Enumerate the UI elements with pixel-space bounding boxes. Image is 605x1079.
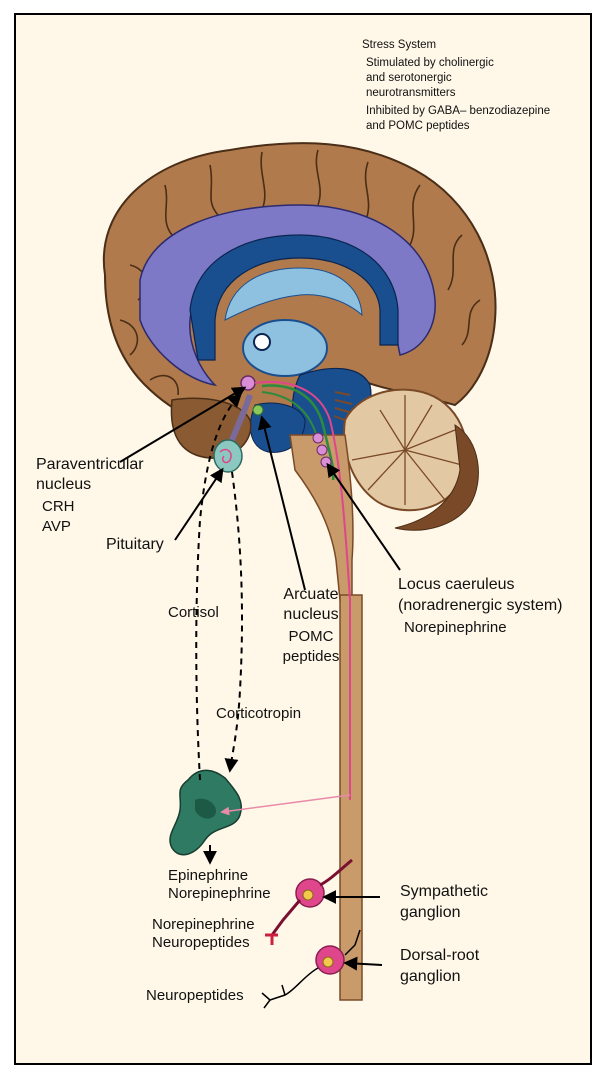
inhibited-line-2: and POMC peptides [366, 119, 470, 134]
sympathetic-ganglion-label: ganglion [400, 903, 461, 923]
noradrenergic-label: (noradrenergic system) [398, 596, 563, 616]
symp-neuropeptides-label: Neuropeptides [152, 933, 250, 952]
adrenal-norepinephrine-label: Norepinephrine [168, 884, 271, 903]
arcuate-nucleus-label: nucleus [276, 605, 346, 625]
epinephrine-label: Epinephrine [168, 866, 248, 885]
avp-label: AVP [42, 517, 71, 536]
dorsal-root-label: Dorsal-root [400, 946, 479, 966]
crh-label: CRH [42, 497, 75, 516]
peptides-label: peptides [276, 647, 346, 666]
cortisol-label: Cortisol [168, 603, 219, 622]
arcuate-label: Arcuate [276, 585, 346, 605]
paraventricular-nucleus-label: nucleus [36, 475, 91, 495]
locus-norepinephrine-label: Norepinephrine [404, 618, 507, 637]
stimulated-line-3: neurotransmitters [366, 86, 455, 101]
pituitary-gland [214, 440, 242, 472]
sympathetic-ganglion [265, 860, 352, 945]
pomc-label: POMC [276, 627, 346, 646]
stimulated-line-2: and serotonergic [366, 71, 452, 86]
corticotropin-label: Corticotropin [216, 704, 301, 723]
stimulated-line-1: Stimulated by cholinergic [366, 56, 494, 71]
paraventricular-label: Paraventricular [36, 455, 144, 475]
corticotropin-arrow [230, 472, 242, 770]
arcuate-nucleus-dot [253, 405, 263, 415]
sympathetic-label: Sympathetic [400, 882, 488, 902]
dorsal-root-ganglion-label: ganglion [400, 967, 461, 987]
symp-norepinephrine-label: Norepinephrine [152, 915, 255, 934]
pituitary-label: Pituitary [106, 535, 164, 555]
locus-caeruleus-label: Locus caeruleus [398, 575, 515, 595]
inhibited-line-1: Inhibited by GABA– benzodiazepine [366, 104, 550, 119]
neuropeptides-label: Neuropeptides [146, 986, 244, 1005]
stress-system-title: Stress System [362, 38, 436, 53]
interthalamic-adhesion [254, 334, 270, 350]
